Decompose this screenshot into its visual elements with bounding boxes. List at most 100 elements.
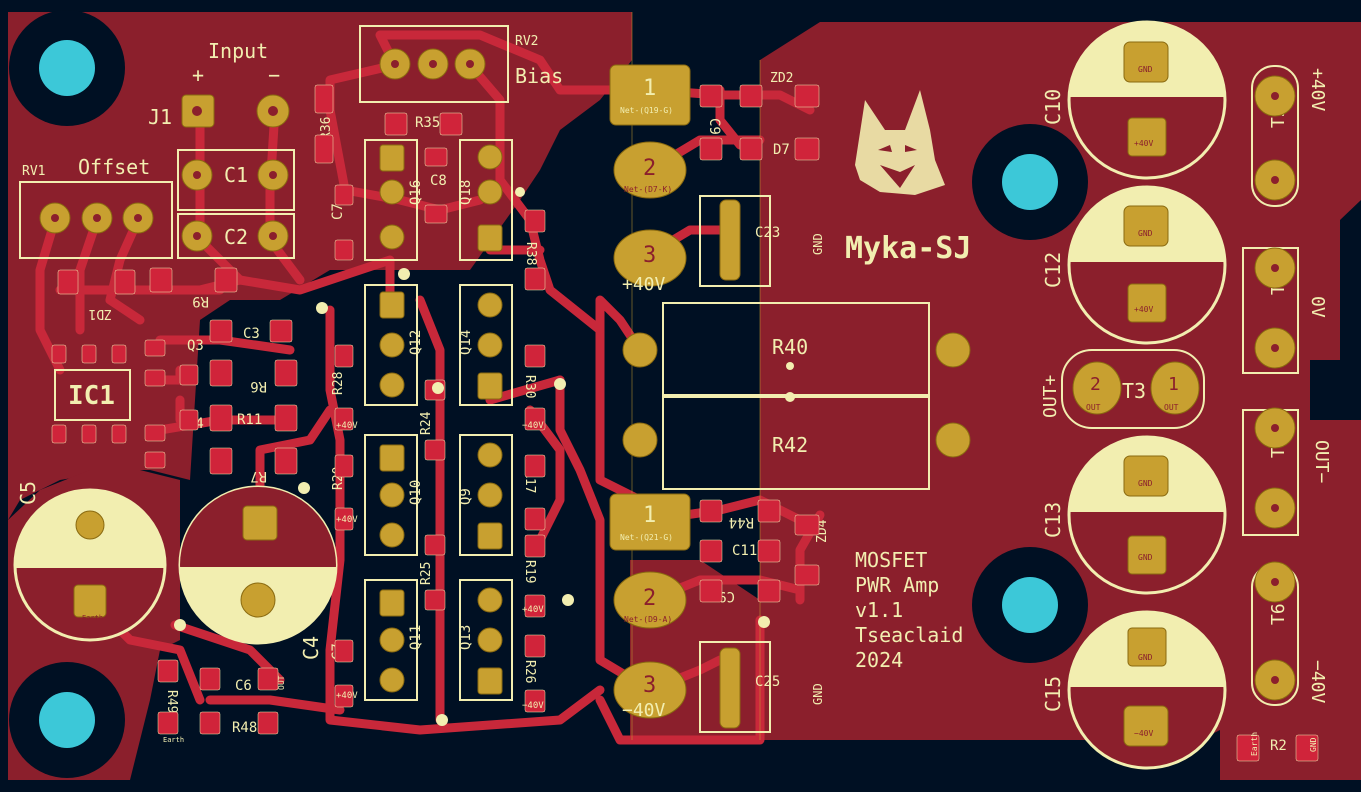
smd-pads [51, 84, 1319, 762]
t3-pad-1: 1 [1168, 374, 1179, 395]
r2-gnd: GND [1309, 737, 1318, 752]
label-r11: R11 [237, 412, 262, 428]
label-bias: Bias [515, 64, 563, 88]
label-c10: C10 [1041, 89, 1065, 125]
mounting-hole-bottom-left [9, 662, 125, 778]
t3-out-1: OUT [1086, 403, 1101, 412]
label-rv2: RV2 [515, 34, 538, 49]
label-r24: R24 [419, 411, 434, 435]
label-c3: C3 [243, 326, 260, 342]
label-minus40v: −40V [1307, 660, 1328, 704]
label-c9a: C9 [706, 118, 722, 135]
marker-m40v-2: −40V [522, 701, 544, 711]
label-r40: R40 [772, 335, 808, 359]
info-line-5: 2024 [855, 648, 903, 672]
label-c9b: C9 [718, 588, 735, 604]
label-c11: C11 [732, 543, 757, 559]
label-q9: Q9 [458, 488, 474, 505]
label-offset: Offset [78, 155, 150, 179]
label-c8: C8 [430, 173, 447, 189]
c13-gnd: GND [1138, 479, 1153, 488]
c23-gnd: GND [811, 233, 825, 255]
label-q14: Q14 [458, 330, 474, 355]
label-q12: Q12 [408, 330, 424, 355]
label-input-minus: − [268, 63, 280, 87]
ic1-body [54, 369, 131, 421]
pad-q21-num: 1 [643, 503, 656, 528]
label-input: Input [208, 39, 268, 63]
info-line-4: Tseaclaid [855, 623, 963, 647]
label-c1: C1 [224, 163, 248, 187]
label-c12: C12 [1041, 252, 1065, 288]
mounting-hole-top-left [9, 10, 125, 126]
label-t3: T3 [1122, 379, 1146, 403]
label-r30: R30 [522, 375, 537, 398]
label-q3: Q3 [187, 338, 204, 354]
label-zd2: ZD2 [770, 71, 793, 86]
pad-d9-num: 2 [643, 586, 656, 611]
info-line-1: MOSFET [855, 548, 927, 572]
rail-markers: +40V +40V +40V +40V −40V −40V −40V [336, 421, 544, 711]
pad-m40v-net: −40V [622, 700, 666, 721]
pad-q19-net: Net-(Q19-G) [620, 106, 673, 115]
label-out-plus: OUT+ [1040, 374, 1061, 418]
label-zd1: ZD1 [89, 306, 112, 321]
marker-p40v-2: +40V [336, 515, 358, 525]
pad-40v-num: 3 [643, 243, 656, 268]
label-r35: R35 [415, 115, 440, 131]
label-c5: C5 [16, 481, 40, 505]
vias [174, 187, 795, 726]
label-c4: C4 [299, 636, 323, 660]
label-ic1: IC1 [68, 381, 115, 411]
label-d7: D7 [773, 142, 790, 158]
pad-m40v-num: 3 [643, 673, 656, 698]
c25-gnd: GND [811, 683, 825, 705]
pad-d7-num: 2 [643, 156, 656, 181]
pad-d7-net: Net-(D7-K) [624, 185, 672, 194]
t3-pad-2: 2 [1090, 374, 1101, 395]
label-r48: R48 [232, 720, 257, 736]
pad-q19-num: 1 [643, 76, 656, 101]
label-t6: T6 [1268, 603, 1289, 625]
label-c25: C25 [755, 674, 780, 690]
mounting-hole-right-bottom [972, 547, 1088, 663]
label-c7a: C7 [330, 203, 346, 220]
c15-gnd: GND [1138, 653, 1153, 662]
label-r44: R44 [729, 514, 754, 530]
info-line-2: PWR Amp [855, 573, 939, 597]
label-out-minus: OUT− [1311, 440, 1332, 484]
mounting-hole-right-top [972, 124, 1088, 240]
wolf-logo-icon [855, 90, 945, 195]
label-c15: C15 [1041, 676, 1065, 712]
label-q10: Q10 [408, 480, 424, 505]
label-r2: R2 [1270, 738, 1287, 754]
through-hole-pads [39, 41, 1296, 747]
marker-p40v-4: +40V [522, 605, 544, 615]
label-j1: J1 [148, 105, 172, 129]
label-r42: R42 [772, 433, 808, 457]
label-input-plus: + [192, 63, 204, 87]
pad-q21-net: Net-(Q21-G) [620, 533, 673, 542]
label-r26: R26 [522, 660, 537, 683]
c10-p40v: +40V [1134, 139, 1153, 148]
label-r28: R28 [331, 372, 346, 395]
marker-p40v-3: +40V [336, 691, 358, 701]
label-q16: Q16 [408, 180, 424, 205]
label-c23: C23 [755, 225, 780, 241]
label-r19: R19 [522, 560, 537, 583]
label-q18: Q18 [458, 180, 474, 205]
c13-gnd-2: GND [1138, 553, 1153, 562]
pad-labels: 1 Net-(Q19-G) 2 Net-(D7-K) 3 +40V 1 Net-… [82, 65, 1318, 756]
board-title: Myka-SJ [845, 231, 971, 266]
info-line-3: v1.1 [855, 598, 903, 622]
label-q11: Q11 [408, 625, 424, 650]
mounting-holes [9, 10, 1088, 778]
label-rv1: RV1 [22, 164, 45, 179]
marker-m40v-1: −40V [522, 421, 544, 431]
label-r7: R7 [250, 468, 267, 484]
pad-40v-net: +40V [622, 274, 666, 295]
label-c13: C13 [1041, 502, 1065, 538]
r2-earth: Earth [1250, 732, 1259, 756]
label-plus40v: +40V [1307, 68, 1328, 112]
